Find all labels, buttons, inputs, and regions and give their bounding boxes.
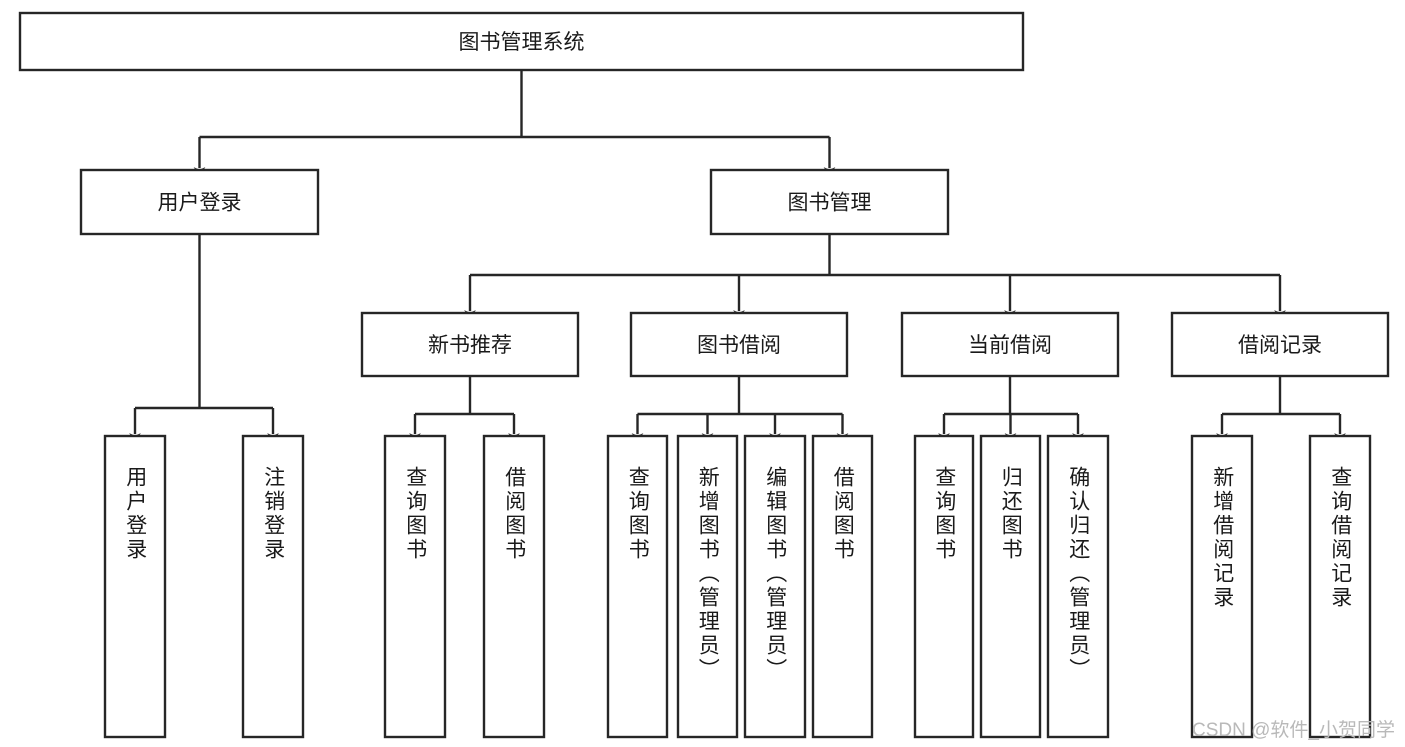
node-borrow-record[interactable] bbox=[1170, 311, 1390, 378]
node-leaf-query-book-3[interactable] bbox=[913, 434, 975, 739]
connector-group bbox=[129, 70, 1346, 444]
node-book-borrow[interactable] bbox=[629, 311, 849, 378]
node-leaf-add-record[interactable] bbox=[1190, 434, 1254, 739]
node-new-book-rec[interactable] bbox=[360, 311, 580, 378]
node-label-user-login: 用户登录 bbox=[158, 192, 242, 215]
node-leaf-borrow-book-1[interactable] bbox=[482, 434, 546, 739]
node-leaf-add-book[interactable] bbox=[676, 434, 739, 739]
node-leaf-return-book[interactable] bbox=[979, 434, 1042, 739]
node-leaf-query-book-1[interactable] bbox=[383, 434, 447, 739]
node-user-login[interactable] bbox=[79, 168, 320, 236]
node-leaf-query-record[interactable] bbox=[1308, 434, 1372, 739]
node-label-book-borrow: 图书借阅 bbox=[697, 334, 781, 357]
node-label-book-manage: 图书管理 bbox=[788, 192, 872, 215]
node-label-borrow-record: 借阅记录 bbox=[1238, 334, 1322, 357]
csdn-watermark: CSDN @软件_小贺同学 bbox=[1192, 720, 1395, 741]
node-book-manage[interactable] bbox=[709, 168, 950, 236]
node-current-borrow[interactable] bbox=[900, 311, 1120, 378]
node-label-current-borrow: 当前借阅 bbox=[968, 334, 1052, 357]
node-root[interactable] bbox=[18, 11, 1025, 72]
node-leaf-confirm-return[interactable] bbox=[1046, 434, 1110, 739]
node-leaf-borrow-book-2[interactable] bbox=[811, 434, 874, 739]
node-leaf-edit-book[interactable] bbox=[743, 434, 807, 739]
node-label-root: 图书管理系统 bbox=[459, 31, 585, 54]
box-group bbox=[18, 11, 1390, 739]
node-leaf-user-login[interactable] bbox=[103, 434, 167, 739]
node-label-new-book-rec: 新书推荐 bbox=[428, 334, 512, 357]
node-leaf-logout-login[interactable] bbox=[241, 434, 305, 739]
node-leaf-query-book-2[interactable] bbox=[606, 434, 669, 739]
